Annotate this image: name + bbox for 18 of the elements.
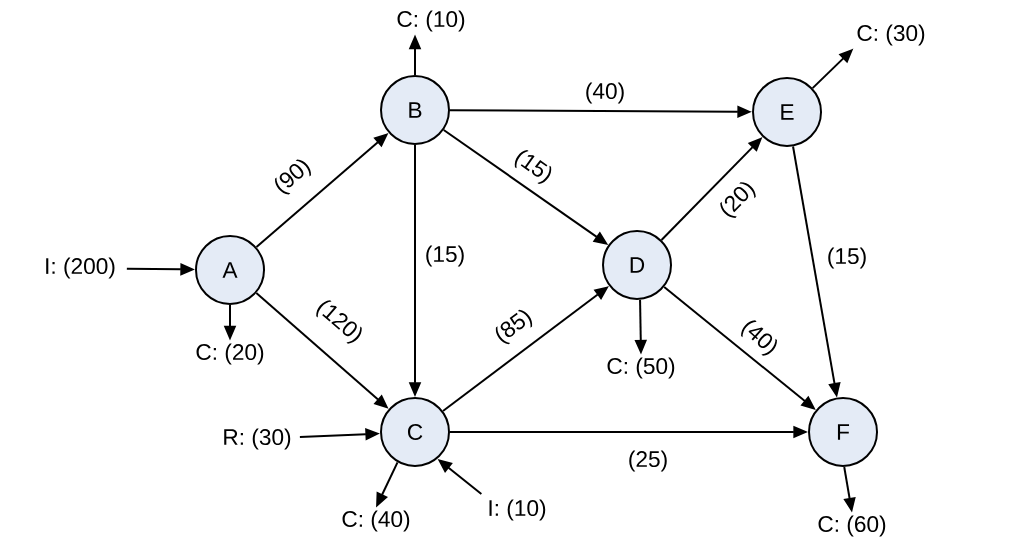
flow-label: C: (50) [607,357,675,379]
flow-label: I: (10) [489,499,546,521]
edge-label: (20) [714,176,762,224]
edge-label: (25) [626,449,670,473]
flow-label: C: (20) [196,343,264,365]
edge-label: (40) [583,81,627,105]
flow-label: C: (60) [818,515,886,537]
flow-label: C: (40) [342,510,410,532]
edge-label: (15) [423,244,467,268]
edge-label: (85) [489,304,539,350]
edge-label: (40) [735,314,783,362]
flow-label: R: (30) [224,428,291,450]
flow-label: C: (10) [397,10,465,32]
edge-label: (15) [508,144,558,190]
flow-label: I: (200) [46,257,115,279]
edge-label: (15) [825,246,869,270]
edge-label: (90) [269,153,318,201]
flow-label: C: (30) [857,24,925,46]
